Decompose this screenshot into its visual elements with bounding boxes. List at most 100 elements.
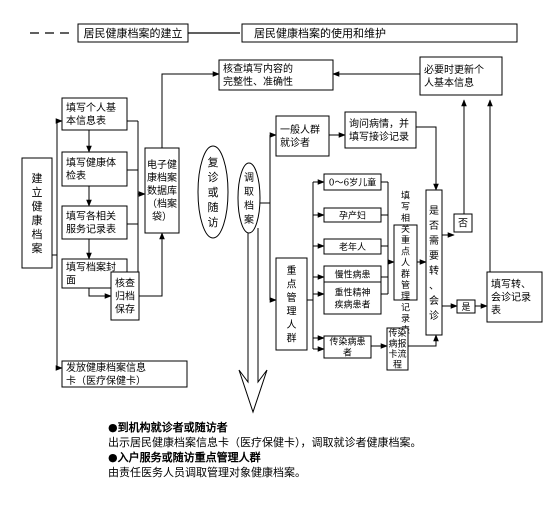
node-fill-referral-text: 表 [491, 304, 501, 317]
note-1-body: 出示居民健康档案信息卡（医疗保健卡），调取就诊者健康档案。 [108, 436, 422, 449]
node-retrieve-text: 档 [244, 199, 254, 212]
node-issue-card-text: 发放健康档案信息 [66, 361, 146, 374]
legend-use-label: 居民健康档案的使用和维护 [254, 26, 386, 40]
node-mental-text: 疾病患者 [334, 298, 370, 310]
node-infectious-text: 者 [343, 348, 352, 359]
node-fill-basic-text: 本信息表 [66, 114, 106, 127]
legend-use-box [241, 23, 518, 43]
node-general-text: 就诊者 [280, 136, 310, 149]
node-elderly: 老年人 [323, 238, 382, 255]
node-fill-key: 填写相关重点人群管理记录表 [393, 189, 418, 336]
node-key-groups-text: 群 [287, 332, 297, 345]
nodes: 建立健康档案填写个人基本信息表填写健康体检表填写各相关服务记录表填写档案封面核查… [21, 56, 543, 388]
node-pregnant-text: 孕产妇 [339, 209, 366, 221]
node-inquire-text: 填写接诊记录 [349, 130, 409, 143]
node-issue-card-text: 卡（医疗保健卡） [66, 374, 146, 387]
node-build-text: 康 [32, 213, 43, 227]
node-elderly-box [323, 238, 382, 255]
node-fill-cover-text: 面 [66, 276, 76, 287]
node-update-info-text: 人基本信息 [424, 76, 474, 89]
node-key-groups-text: 人 [287, 319, 297, 331]
node-fill-key-text: 重 [401, 234, 410, 246]
node-e-archive-box [144, 147, 180, 234]
node-fill-key-text: 写 [401, 202, 410, 213]
node-fill-cover-text: 填写档案封 [66, 261, 116, 274]
node-check-archive-text: 归档 [115, 290, 135, 303]
node-fill-key-text: 点 [401, 246, 410, 257]
node-check-archive-text: 保存 [115, 303, 135, 316]
node-infectious-report-text: 程 [393, 360, 402, 371]
node-key-groups-text: 重 [287, 264, 297, 277]
node-retrieve-text: 案 [244, 213, 254, 226]
node-infectious-report-text: 病报 [388, 338, 406, 350]
node-fill-key-text: 录 [401, 314, 410, 325]
node-mental-text: 重性精神 [334, 286, 370, 298]
node-infectious-report-text: 传染 [388, 327, 406, 339]
node-infectious-report-box [386, 327, 409, 371]
node-yes-text: 是 [461, 302, 470, 313]
node-build-text: 健 [32, 200, 43, 213]
node-inquire-box [344, 111, 417, 149]
node-issue-card-box [61, 360, 188, 388]
node-fill-key-text: 群 [401, 268, 410, 280]
node-fill-key-text: 关 [401, 223, 410, 235]
node-need-referral-text: 要 [429, 250, 439, 262]
node-no: 否 [453, 213, 473, 233]
node-check-archive-text: 核查 [115, 277, 135, 290]
node-check-archive-box [110, 271, 140, 321]
node-need-referral-text: 诊 [429, 309, 439, 322]
node-need-referral-text: 会 [429, 294, 439, 307]
node-need-referral-text: 需 [429, 235, 439, 247]
node-need-referral-box [425, 189, 443, 336]
node-need-referral-text: 是 [429, 205, 439, 217]
node-key-groups: 重点管理人群 [275, 257, 308, 351]
node-fill-key-box [393, 224, 418, 301]
node-fill-referral-box [486, 271, 543, 323]
node-fill-health-box [61, 151, 128, 187]
node-need-referral-text: 转 [429, 264, 439, 277]
node-update-info-text: 必要时更新个 [424, 63, 484, 76]
node-need-referral-text: 否 [429, 220, 439, 232]
node-key-groups-text: 理 [287, 306, 297, 318]
big-down-arrow [238, 228, 268, 414]
node-check-fill-text: 核查填写内容的 [223, 62, 293, 75]
node-retrieve-box [237, 162, 261, 234]
node-fill-health-text: 填写健康体 [66, 156, 116, 169]
node-fill-basic-box [61, 97, 128, 131]
node-revisit-text: 复 [208, 155, 219, 169]
node-fill-key-text: 理 [401, 291, 410, 302]
node-check-fill-text: 完整性、准确性 [223, 75, 293, 88]
notes: ●到机构就诊者或随访者 出示居民健康档案信息卡（医疗保健卡），调取就诊者健康档案… [108, 420, 548, 480]
node-elderly-text: 老年人 [339, 241, 366, 253]
node-build-text: 案 [32, 241, 43, 255]
node-revisit-text: 或 [208, 186, 219, 199]
node-retrieve-text: 取 [244, 186, 254, 198]
node-infectious-text: 传染病患 [329, 336, 365, 348]
node-need-referral-text: 、 [429, 281, 439, 292]
node-mental-box [323, 281, 382, 315]
legend: 居民健康档案的建立 居民健康档案的使用和维护 [30, 23, 518, 43]
node-fill-key-text: 人 [401, 258, 410, 269]
node-no-box [453, 213, 473, 233]
node-fill-referral-text: 填写转、 [491, 278, 531, 291]
legend-build-label: 居民健康档案的建立 [84, 26, 183, 40]
node-revisit-text: 访 [208, 216, 219, 229]
node-build-text: 立 [32, 185, 43, 199]
node-fill-key-text: 填 [401, 189, 410, 201]
node-child-text: 0～6岁儿童 [329, 176, 376, 188]
